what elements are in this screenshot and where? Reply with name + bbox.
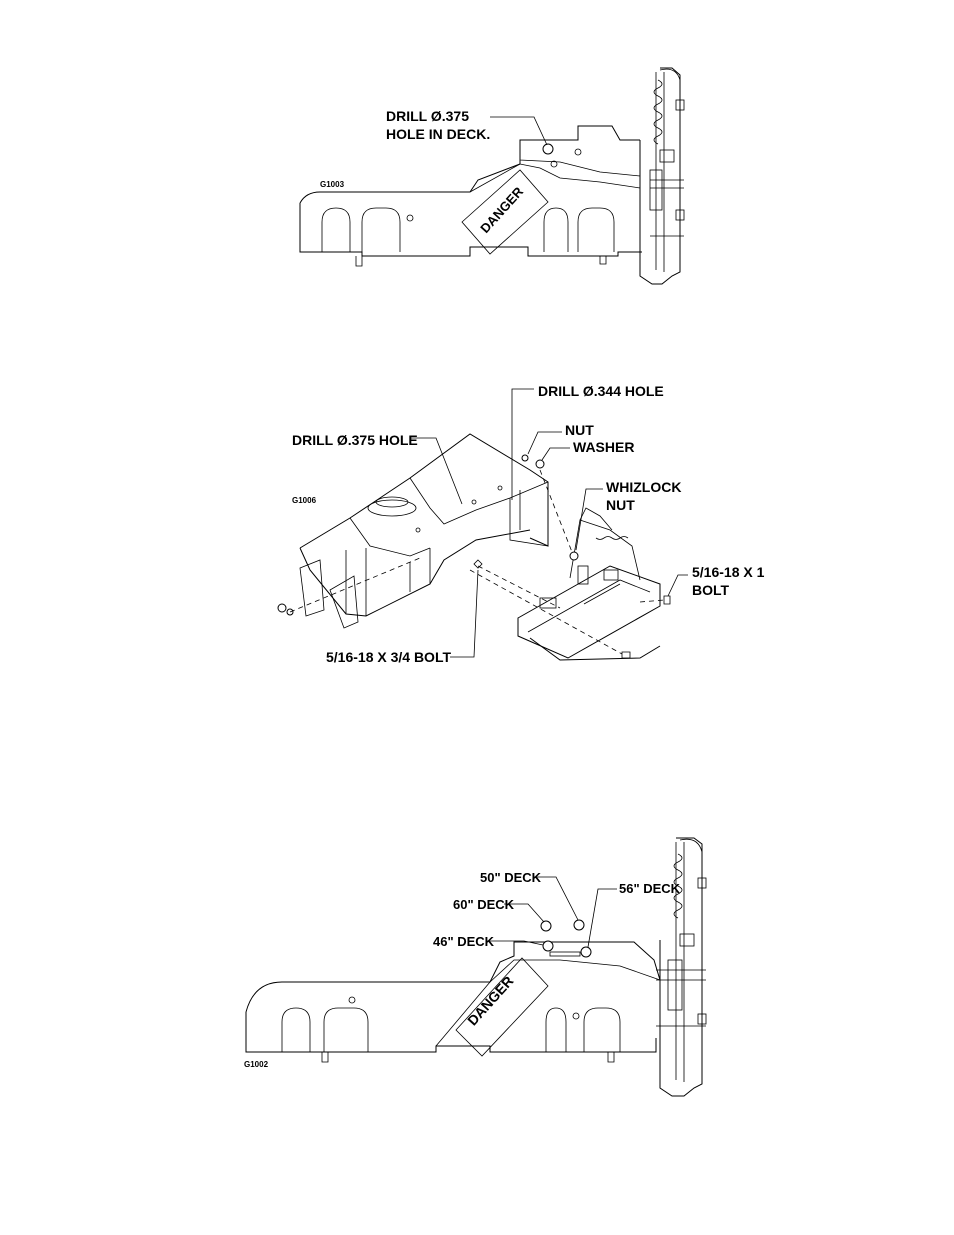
hole-56-deck xyxy=(580,946,592,958)
callout-bolt-5-16-x-3-4: 5/16-18 X 3/4 BOLT xyxy=(326,649,451,665)
drill-hole-marker xyxy=(542,143,554,155)
callout-whizlock: WHIZLOCK xyxy=(606,479,681,495)
callout-bolt-5-16-x-1: 5/16-18 X 1 xyxy=(692,564,765,580)
nut-part xyxy=(521,454,529,462)
callout-whizlock-nut: NUT xyxy=(606,497,635,513)
washer-part xyxy=(535,459,545,469)
label-60-deck: 60" DECK xyxy=(453,897,515,912)
hole-50-deck xyxy=(573,919,585,931)
figure-g1006: DRILL Ø.344 HOLE DRILL Ø.375 HOLE NUT WA… xyxy=(0,370,954,690)
deck-side-view-diagram-1: DANGER DRILL Ø.375 HOLE IN DECK. G1003 xyxy=(299,67,685,285)
label-56-deck: 56" DECK xyxy=(619,881,681,896)
deck-side-view-diagram-2: DANGER 50" DECK 56" DECK 60" DECK 46" DE… xyxy=(244,837,707,1097)
callout-washer: WASHER xyxy=(573,439,634,455)
figure-id-label: G1002 xyxy=(244,1060,269,1069)
figure-g1003: DANGER DRILL Ø.375 HOLE IN DECK. G1003 xyxy=(0,0,954,320)
callout-drill-375: DRILL Ø.375 xyxy=(386,108,469,124)
nut-part-left xyxy=(277,603,287,613)
figure-id-label: G1003 xyxy=(320,180,345,189)
label-50-deck: 50" DECK xyxy=(480,870,542,885)
hole-60-deck xyxy=(540,920,552,932)
bolt-1-part xyxy=(663,595,671,605)
figure-g1002: DANGER 50" DECK 56" DECK 60" DECK 46" DE… xyxy=(0,830,954,1110)
callout-drill-375-hole: DRILL Ø.375 HOLE xyxy=(292,432,418,448)
hole-46-deck xyxy=(542,940,554,952)
exploded-assembly-diagram: DRILL Ø.344 HOLE DRILL Ø.375 HOLE NUT WA… xyxy=(277,383,765,665)
callout-drill-344-hole: DRILL Ø.344 HOLE xyxy=(538,383,664,399)
callout-bolt-label: BOLT xyxy=(692,582,730,598)
label-46-deck: 46" DECK xyxy=(433,934,495,949)
callout-hole-in-deck: HOLE IN DECK. xyxy=(386,126,490,142)
bolt-lower-part xyxy=(621,651,631,659)
figure-id-label: G1006 xyxy=(292,496,317,505)
callout-nut: NUT xyxy=(565,422,594,438)
whizlock-nut-part xyxy=(569,551,579,561)
bolt-34-part xyxy=(473,559,483,569)
